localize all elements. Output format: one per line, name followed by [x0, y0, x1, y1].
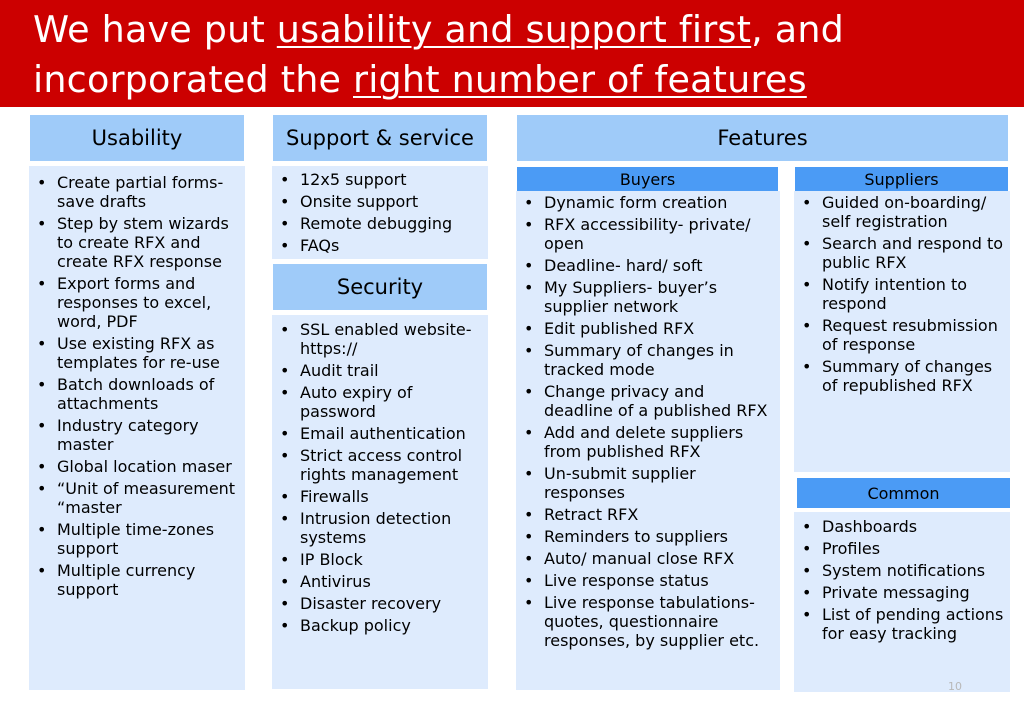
list-item: Audit trail	[278, 361, 482, 380]
list-item: 12x5 support	[278, 170, 482, 189]
list-item: Add and delete suppliers from published …	[522, 423, 774, 461]
usability-list: Create partial forms- save draftsStep by…	[35, 173, 239, 602]
list-item: Antivirus	[278, 572, 482, 591]
list-item: Backup policy	[278, 616, 482, 635]
title-banner: We have put usability and support first,…	[0, 0, 1024, 107]
list-item: “Unit of measurement “master	[35, 479, 239, 517]
support-header-label: Support & service	[286, 126, 474, 150]
usability-header: Usability	[30, 115, 244, 161]
list-item: Disaster recovery	[278, 594, 482, 613]
list-item: Dynamic form creation	[522, 193, 774, 212]
list-item: My Suppliers- buyer’s supplier network	[522, 278, 774, 316]
list-item: SSL enabled website- https://	[278, 320, 482, 358]
security-box: SSL enabled website- https:// Audit trail…	[272, 315, 488, 689]
common-box: DashboardsProfilesSystem notificationsPr…	[794, 512, 1010, 692]
list-item: Global location maser	[35, 457, 239, 476]
list-item: Email authentication	[278, 424, 482, 443]
list-item: Multiple currency support	[35, 561, 239, 599]
support-header: Support & service	[273, 115, 487, 161]
page-number: 10	[948, 680, 962, 693]
list-item: Live response tabulations- quotes, quest…	[522, 593, 774, 650]
security-header: Security	[273, 264, 487, 310]
features-header-label: Features	[717, 126, 808, 150]
list-item: Un-submit supplier responses	[522, 464, 774, 502]
list-item: Batch downloads of attachments	[35, 375, 239, 413]
list-item: Step by stem wizards to create RFX and c…	[35, 214, 239, 271]
list-item: Auto expiry of password	[278, 383, 482, 421]
common-list: DashboardsProfilesSystem notificationsPr…	[800, 517, 1004, 646]
list-item: Live response status	[522, 571, 774, 590]
list-item: Export forms and responses to excel, wor…	[35, 274, 239, 331]
suppliers-box: Guided on-boarding/ self registrationSea…	[794, 191, 1010, 472]
list-item: Edit published RFX	[522, 319, 774, 338]
list-item: Summary of changes of republished RFX	[800, 357, 1004, 395]
list-item: Summary of changes in tracked mode	[522, 341, 774, 379]
suppliers-header-label: Suppliers	[864, 169, 939, 189]
usability-box: Create partial forms- save draftsStep by…	[29, 166, 245, 690]
title-part-2: , and incorporated the	[33, 8, 845, 101]
suppliers-list: Guided on-boarding/ self registrationSea…	[800, 193, 1004, 398]
buyers-list: Dynamic form creationRFX accessibility- …	[522, 193, 774, 653]
list-item: Retract RFX	[522, 505, 774, 524]
list-item: Auto/ manual close RFX	[522, 549, 774, 568]
list-item: Request resubmission of response	[800, 316, 1004, 354]
title-part-1: We have put	[33, 8, 277, 51]
security-list: SSL enabled website- https:// Audit trail…	[278, 320, 482, 638]
features-header: Features	[517, 115, 1008, 161]
list-item: Profiles	[800, 539, 1004, 558]
list-item: System notifications	[800, 561, 1004, 580]
list-item: Guided on-boarding/ self registration	[800, 193, 1004, 231]
support-box: 12x5 supportOnsite supportRemote debuggi…	[272, 166, 488, 259]
list-item: Intrusion detection systems	[278, 509, 482, 547]
page-title: We have put usability and support first,…	[33, 5, 1013, 105]
list-item: Create partial forms- save drafts	[35, 173, 239, 211]
title-underlined-1: usability and support first	[276, 8, 752, 51]
list-item: Notify intention to respond	[800, 275, 1004, 313]
list-item: Firewalls	[278, 487, 482, 506]
list-item: Change privacy and deadline of a publish…	[522, 382, 774, 420]
buyers-box: Dynamic form creationRFX accessibility- …	[516, 191, 780, 690]
list-item: FAQs	[278, 236, 482, 255]
list-item: Strict access control rights management	[278, 446, 482, 484]
title-underlined-2: right number of features	[353, 58, 807, 101]
list-item: Onsite support	[278, 192, 482, 211]
list-item: Industry category master	[35, 416, 239, 454]
support-list: 12x5 supportOnsite supportRemote debuggi…	[278, 170, 482, 258]
suppliers-header: Suppliers	[795, 167, 1008, 191]
buyers-header-label: Buyers	[619, 169, 676, 189]
list-item: Multiple time-zones support	[35, 520, 239, 558]
list-item: Use existing RFX as templates for re-use	[35, 334, 239, 372]
list-item: Search and respond to public RFX	[800, 234, 1004, 272]
list-item: Remote debugging	[278, 214, 482, 233]
list-item: IP Block	[278, 550, 482, 569]
list-item: List of pending actions for easy trackin…	[800, 605, 1004, 643]
list-item: Dashboards	[800, 517, 1004, 536]
security-header-label: Security	[336, 275, 424, 299]
list-item: RFX accessibility- private/ open	[522, 215, 774, 253]
list-item: Private messaging	[800, 583, 1004, 602]
common-header-label: Common	[867, 483, 940, 503]
usability-header-label: Usability	[91, 126, 183, 150]
common-header: Common	[797, 478, 1010, 508]
list-item: Reminders to suppliers	[522, 527, 774, 546]
list-item: Deadline- hard/ soft	[522, 256, 774, 275]
buyers-header: Buyers	[517, 167, 778, 191]
